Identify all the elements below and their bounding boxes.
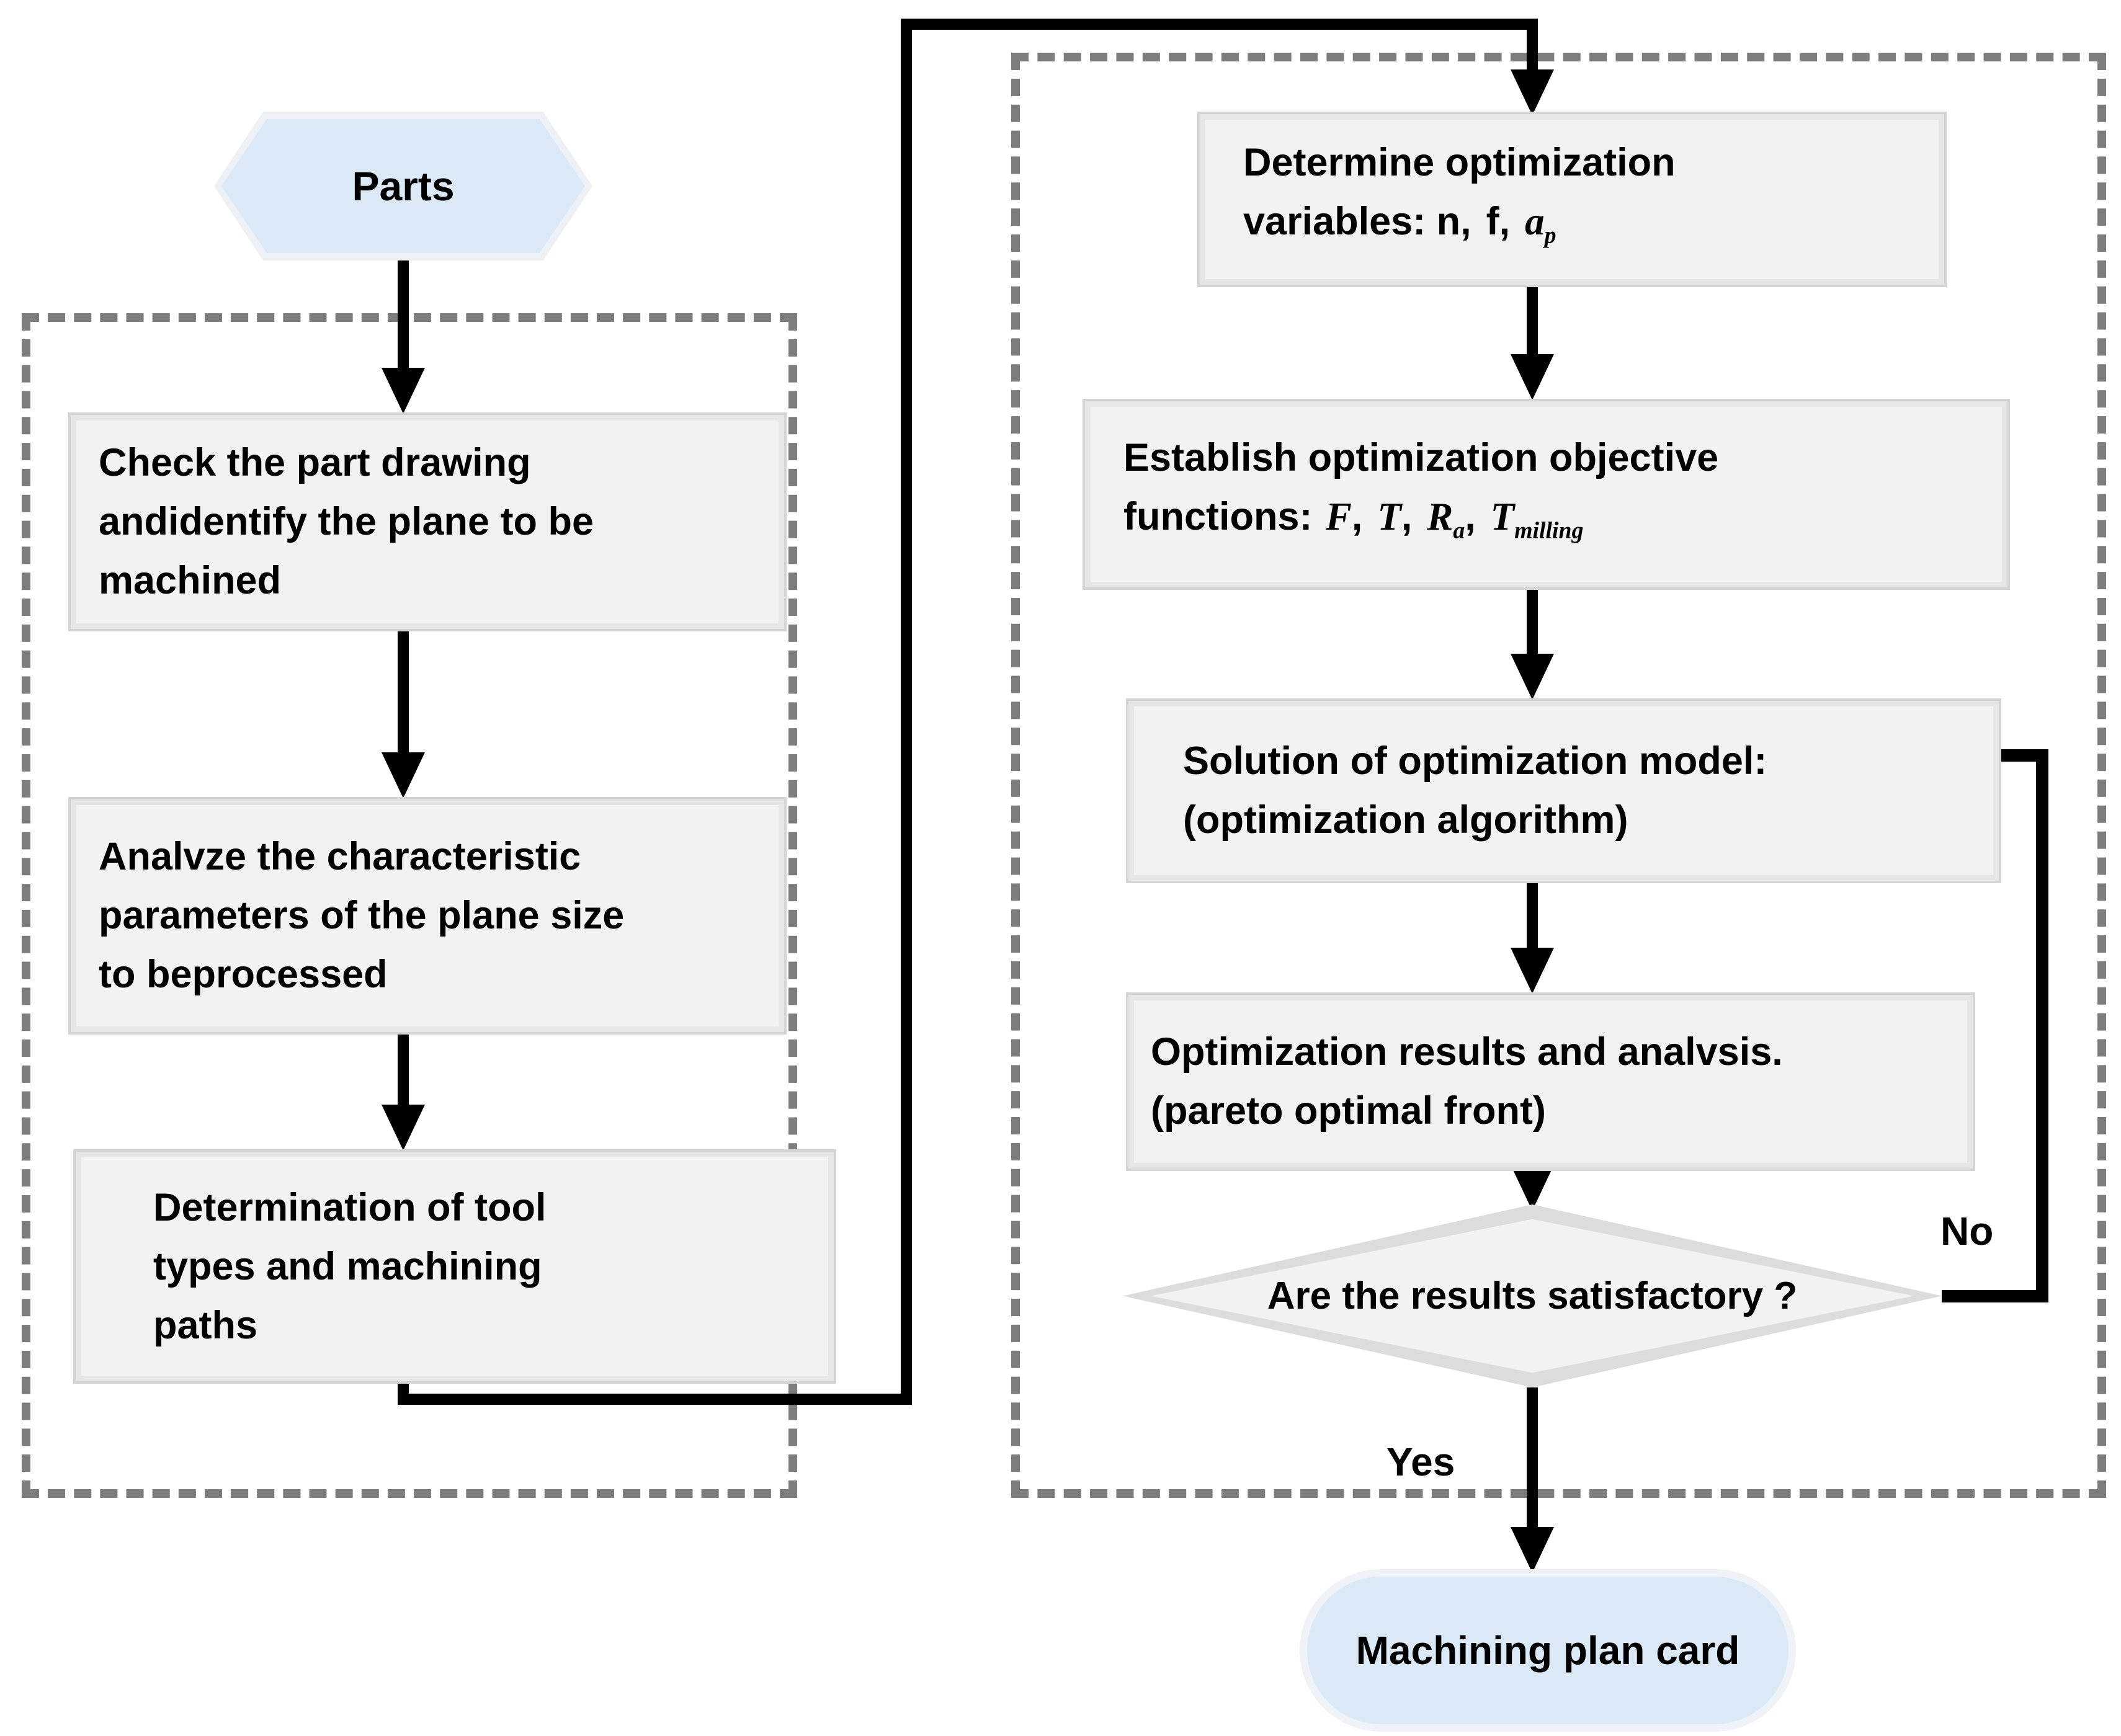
enumeration-comma: , [1460,200,1471,244]
process-box-analyze-parameters: Analvze the characteristic parameters of… [68,797,787,1035]
connector-left-to-right-horizontal [398,1394,912,1405]
arrow-check-to-analyze-stem [398,626,409,755]
math-subscript-p: p [1544,222,1556,249]
decision-label: Are the results satisfactory ? [1267,1275,1798,1317]
start-node-parts: Parts [214,112,592,260]
process-text-line: to beprocessed [99,953,388,996]
arrow-results-to-decision-head [1511,1165,1554,1211]
process-box-solution-model: Solution of optimization model: (optimiz… [1126,698,2001,883]
enumeration-comma: , [1401,494,1413,538]
connector-top-horizontal [901,19,1538,30]
process-text-line-math: functions:F,T,Ra,Tmilling [1123,494,1584,544]
process-text-line: andidentify the plane to be [99,500,594,543]
math-symbol-T: T [1377,494,1401,538]
process-box-determine-variables: Determine optimization variables: n,f,ap [1197,112,1947,287]
arrow-into-variables-head [1511,69,1554,115]
feedback-no-horizontal-top [1989,749,2048,762]
start-node-label: Parts [352,163,455,209]
arrow-analyze-to-tool-head [382,1105,425,1151]
arrow-yes-head [1511,1527,1554,1573]
start-node-parts-fill [221,119,585,253]
arrow-variables-to-objectives-head [1511,354,1554,400]
end-node-machining-plan-card: Machining plan card [1300,1569,1796,1732]
arrow-yes-stem [1527,1387,1538,1530]
process-text-line-math: variables: n,f,ap [1243,200,1556,249]
optimization-group-frame [1011,53,2106,1498]
math-subscript-milling: milling [1514,517,1584,544]
process-box-objective-functions: Establish optimization objective functio… [1083,399,2010,590]
arrow-parts-to-check-head [382,368,425,414]
process-box-tool-determination: Determination of tool types and machinin… [73,1149,836,1384]
edge-label-no: No [1940,1209,1994,1253]
process-text-line: (pareto optimal front) [1151,1089,1546,1133]
arrow-variables-to-objectives-stem [1527,282,1538,357]
process-text-line: Solution of optimization model: [1183,739,1767,783]
process-box-check-drawing: Check the part drawing andidentify the p… [68,412,787,631]
process-text-line: Establish optimization objective [1123,435,1719,479]
enumeration-comma: , [1465,494,1476,538]
math-symbol-a: a [1525,200,1545,244]
process-text-line: Optimization results and analvsis. [1151,1030,1783,1074]
arrow-solution-to-results-stem [1527,878,1538,950]
connector-left-to-right-vertical-up [901,19,912,1405]
process-text-line: Determination of tool [153,1185,547,1229]
enumeration-comma: , [1351,494,1363,538]
process-text-line: paths [153,1303,258,1347]
arrow-objectives-to-solution-head [1511,654,1554,700]
process-text-line: types and machining [153,1244,542,1288]
arrow-solution-to-results-head [1511,948,1554,994]
process-box-results-analysis: Optimization results and analvsis. (pare… [1126,992,1975,1171]
arrow-analyze-to-tool-stem [398,1030,409,1107]
connector-top-drop-stem [1527,19,1538,74]
arrow-objectives-to-solution-stem [1527,585,1538,656]
process-text-line: Check the part drawing [99,441,531,484]
process-text-line: parameters of the plane size [99,894,625,937]
end-node-label: Machining plan card [1355,1628,1740,1673]
process-text-line: Analvze the characteristic [99,835,581,878]
arrow-parts-to-check-stem [398,257,409,370]
math-symbol-F: F [1325,494,1352,538]
enumeration-comma: , [1499,200,1511,244]
process-text-line: Determine optimization [1243,141,1676,185]
feedback-no-vertical [2036,749,2048,1302]
math-symbol-R: R [1427,494,1453,538]
math-subscript-a: a [1453,517,1465,544]
process-text-line: machined [99,559,282,602]
edge-label-yes: Yes [1386,1440,1455,1484]
math-symbol-T-milling: T [1490,494,1515,538]
process-text-line: (optimization algorithm) [1183,798,1628,842]
arrow-check-to-analyze-head [382,752,425,798]
feedback-no-horizontal-bottom [1942,1290,2048,1302]
